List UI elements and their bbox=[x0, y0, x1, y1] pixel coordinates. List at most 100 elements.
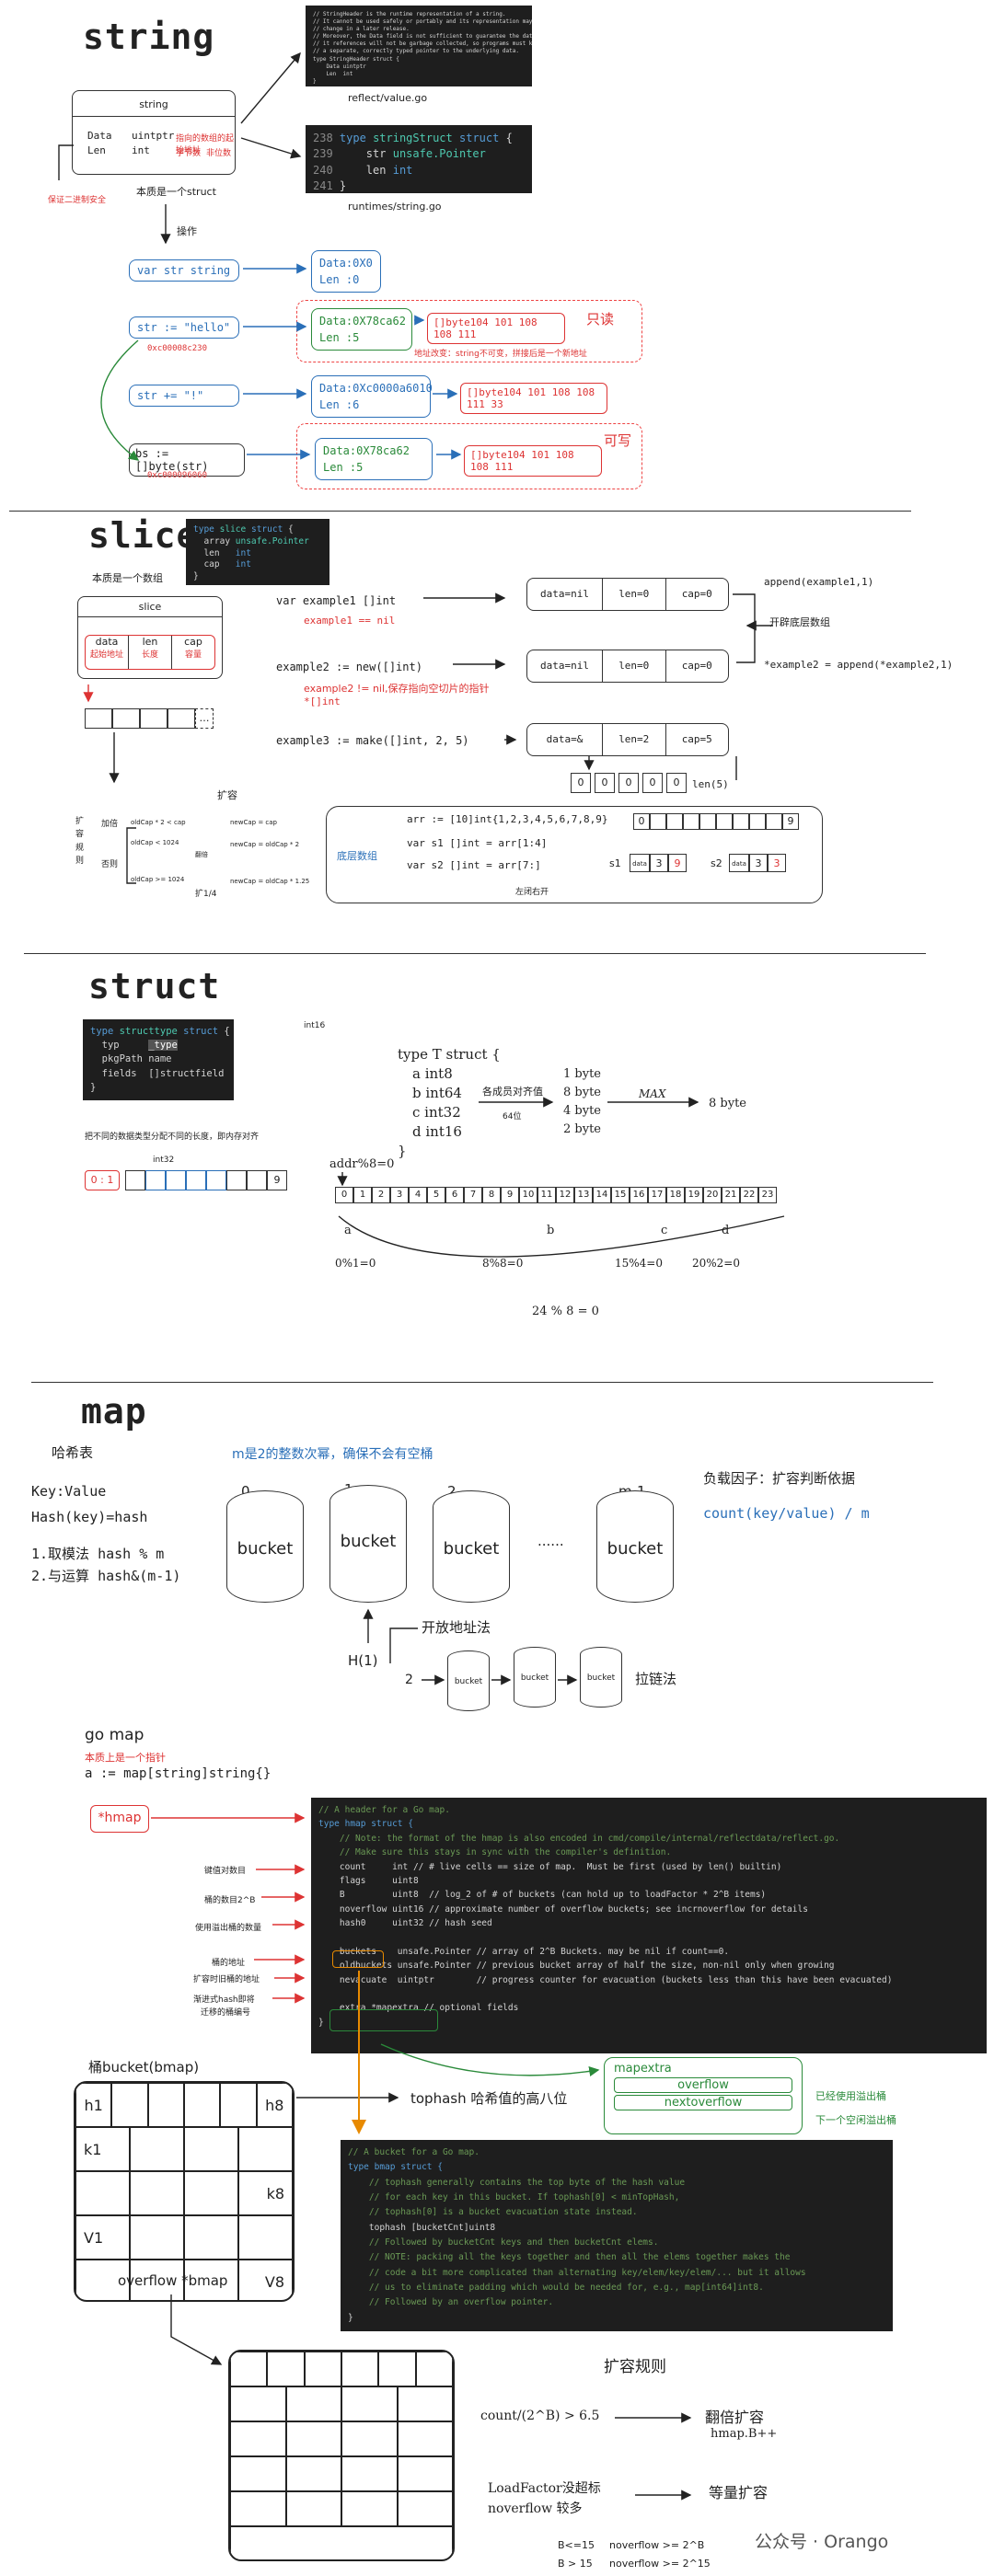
align-cell-pair: 0 : 1 bbox=[85, 1170, 120, 1190]
writable-label: 可写 bbox=[604, 432, 632, 449]
string-section-title: string bbox=[83, 17, 215, 57]
code-line: count int // # live cells == size of map… bbox=[318, 1861, 782, 1872]
op4-bytes-box: []byte104 101 108 108 111 bbox=[464, 445, 602, 477]
rule-x2: 翻倍 bbox=[195, 851, 208, 858]
align-result: 8 byte bbox=[709, 1097, 746, 1110]
hmap-code-block: // A header for a Go map.type hmap struc… bbox=[311, 1798, 987, 2053]
op2-bytes-box: []byte104 101 108 108 111 bbox=[427, 313, 565, 344]
mapextra-box: mapextra overflow nextoverflow bbox=[604, 2057, 803, 2134]
addr-change-note: 地址改变：string不可变，拼接后是一个新地址 bbox=[414, 350, 587, 359]
code-line: // Make sure this stays in sync with the… bbox=[318, 1847, 672, 1858]
addr-cell: 6 bbox=[445, 1187, 464, 1203]
string-struct-box: string Data uintptr 指向的数组的起始地址 Len int 字… bbox=[72, 90, 236, 175]
rule2-line1: LoadFactor没超标 bbox=[488, 2481, 601, 2496]
chain-bucket-1: bucket bbox=[447, 1650, 490, 1711]
arrow-to-runtime bbox=[240, 137, 302, 159]
overflow-field: overflow *bmap bbox=[118, 2272, 228, 2289]
addr-cell: 4 bbox=[409, 1187, 427, 1203]
code-line: // A header for a Go map. bbox=[318, 1805, 450, 1815]
code-line: } bbox=[318, 2017, 324, 2028]
addr-cell: 16 bbox=[630, 1187, 648, 1203]
bucket-index-0: 0 bbox=[241, 1483, 250, 1500]
code-line: buckets unsafe.Pointer // array of 2^B B… bbox=[318, 1946, 730, 1957]
code-line: // Note: the format of the hmap is also … bbox=[318, 1833, 840, 1844]
code-line: hash0 uint32 // hash seed bbox=[318, 1918, 492, 1928]
anno-count: 键值对数目 bbox=[204, 1867, 247, 1876]
slice-box-title: slice bbox=[138, 601, 162, 613]
runtime-file-label: runtimes/string.go bbox=[348, 201, 442, 213]
seg-b: b bbox=[547, 1224, 555, 1237]
seg-a: a bbox=[344, 1224, 352, 1237]
runtime-code-block: 238 type stringStruct struct { 239 str u… bbox=[306, 125, 532, 193]
anno-buckets: 桶的地址 bbox=[212, 1959, 246, 1968]
ex1-note: example1 == nil bbox=[304, 615, 396, 627]
map-section-title: map bbox=[81, 1391, 147, 1432]
s1-label: s1 bbox=[609, 857, 621, 869]
anno-nevacuate2: 迁移的桶编号 bbox=[201, 2008, 251, 2018]
addr-cell: 19 bbox=[685, 1187, 703, 1203]
struct-section-title: struct bbox=[88, 966, 221, 1006]
divider-3 bbox=[31, 1382, 933, 1383]
method1-label: 1.取模法 hash % m bbox=[31, 1546, 165, 1562]
cond1-label: B<=15 bbox=[558, 2539, 595, 2551]
code-line: flags uint8 bbox=[318, 1875, 419, 1886]
len-field-note2: 非位数 bbox=[206, 149, 232, 158]
code-line: // Followed by bucketCnt keys and then b… bbox=[348, 2237, 659, 2248]
power-note: m是2的整数次幂，确保不会有空桶 bbox=[232, 1447, 433, 1462]
code-line bbox=[318, 1930, 979, 1944]
addr-cell: 13 bbox=[574, 1187, 593, 1203]
max-label: MAX bbox=[639, 1087, 666, 1100]
addr-cell: 0 bbox=[335, 1187, 353, 1203]
append2-label: *example2 = append(*example2,1) bbox=[764, 659, 954, 671]
chain-bucket-3: bucket bbox=[580, 1647, 622, 1708]
open-address-arrow bbox=[389, 1627, 418, 1663]
rule-lt: oldCap < 1024 bbox=[131, 839, 179, 846]
op3-box: str += "!" bbox=[129, 385, 239, 407]
total-calc: 24 % 8 = 0 bbox=[532, 1305, 599, 1318]
calc-d: 20%2=0 bbox=[692, 1257, 740, 1270]
append1-label: append(example1,1) bbox=[764, 576, 874, 588]
ex3-decl: example3 := make([]int, 2, 5) bbox=[276, 734, 469, 747]
addr-cell: 9 bbox=[501, 1187, 519, 1203]
open-address-label: 开放地址法 bbox=[422, 1619, 491, 1636]
hmap-pointer-box: *hmap bbox=[90, 1805, 149, 1833]
expand-rule-label: 扩容规则 bbox=[75, 817, 85, 867]
extra-highlight bbox=[329, 2009, 438, 2031]
total-brace bbox=[338, 1215, 785, 1258]
bucket-2: bucket bbox=[433, 1490, 510, 1603]
chain-bucket-2: bucket bbox=[514, 1647, 556, 1708]
addr-cell: 10 bbox=[519, 1187, 537, 1203]
s2-label: s2 bbox=[711, 857, 722, 869]
code-line bbox=[318, 1987, 979, 2001]
divider-2 bbox=[24, 953, 926, 954]
gomap-decl: a := map[string]string{} bbox=[85, 1766, 272, 1781]
addr-cell: 2 bbox=[372, 1187, 390, 1203]
op3-bytes-box: []byte104 101 108 108 111 33 bbox=[460, 383, 607, 414]
hash-label: Hash(key)=hash bbox=[31, 1509, 148, 1525]
code-line: // tophash[0] is a bucket evacuation sta… bbox=[348, 2207, 638, 2218]
readonly-label: 只读 bbox=[586, 311, 615, 328]
op2-addr: 0xc00008c230 bbox=[147, 344, 208, 353]
expand-rules-title: 扩容规则 bbox=[604, 2358, 666, 2376]
arrow-overflow bbox=[170, 2294, 223, 2365]
anno-noverflow: 使用溢出桶的数量 bbox=[195, 1924, 262, 1933]
calc-c: 15%4=0 bbox=[615, 1257, 663, 1270]
bmap-code-block: // A bucket for a Go map.type bmap struc… bbox=[341, 2140, 893, 2331]
expand-label: 扩容 bbox=[217, 789, 237, 801]
addr-cell: 18 bbox=[666, 1187, 685, 1203]
rule-double: 加倍 bbox=[101, 820, 119, 829]
code-line: // code a bit more complicated than alte… bbox=[348, 2267, 806, 2278]
code-line: // A bucket for a Go map. bbox=[348, 2147, 480, 2157]
bucket-dots: ...... bbox=[537, 1533, 564, 1549]
op1-box: var str string bbox=[129, 259, 239, 282]
chain-2-label: 2 bbox=[405, 1673, 413, 1687]
data-field-type: uintptr bbox=[132, 130, 175, 142]
rule2-result: 等量扩容 bbox=[709, 2484, 769, 2501]
append-bracket bbox=[733, 593, 756, 663]
